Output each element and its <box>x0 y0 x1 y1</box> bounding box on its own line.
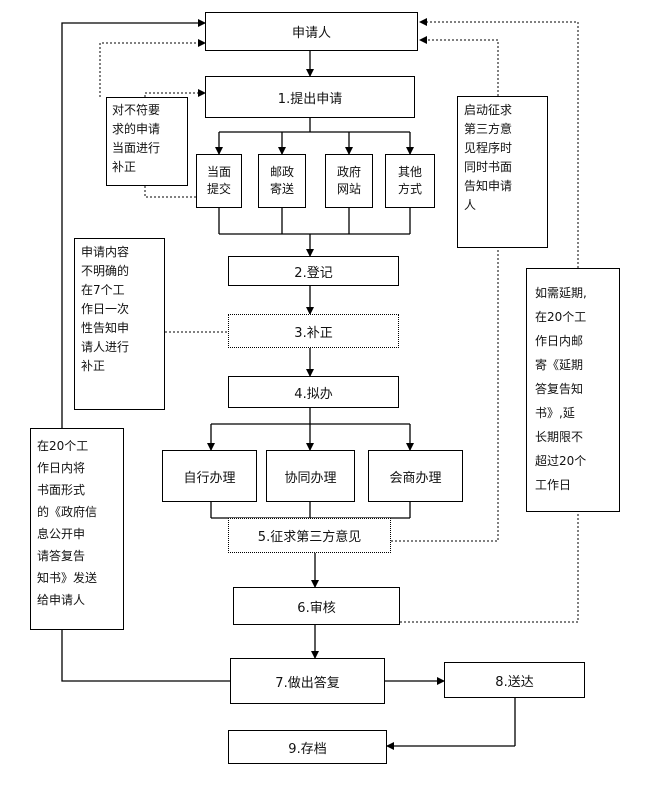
step-4-draft-box: 4.拟办 <box>228 376 399 408</box>
step-8-label: 8.送达 <box>495 674 534 690</box>
step-1-submit-box: 1.提出申请 <box>205 76 415 118</box>
self-handle-box: 自行办理 <box>162 450 257 502</box>
method-mail-line2: 寄送 <box>269 182 294 196</box>
step-1-label: 1.提出申请 <box>277 91 343 107</box>
applicant-label: 申请人 <box>291 26 331 41</box>
method-gov-site-line2: 网站 <box>336 182 361 196</box>
applicant-box: 申请人 <box>205 12 418 51</box>
method-other-box: 其他 方式 <box>385 154 435 208</box>
step-8-deliver-box: 8.送达 <box>444 662 585 698</box>
step-4-label: 4.拟办 <box>294 386 333 402</box>
note-correct-in-person: 对不符要 求的申请 当面进行 补正 <box>106 97 188 186</box>
assist-handle-box: 协同办理 <box>266 450 355 502</box>
method-in-person-line1: 当面 <box>206 165 231 179</box>
note-unclear-request: 申请内容 不明确的 在7个工 作日一次 性告知申 请人进行 补正 <box>74 238 165 410</box>
step-2-register-box: 2.登记 <box>228 256 399 286</box>
note-reply-within-20: 在20个工 作日内将 书面形式 的《政府信 息公开申 请答复告 知书》发送 给申… <box>30 428 124 630</box>
method-mail-box: 邮政 寄送 <box>258 154 306 208</box>
step-3-label: 3.补正 <box>294 325 333 341</box>
method-gov-site-line1: 政府 <box>336 165 361 179</box>
self-handle-label: 自行办理 <box>183 470 236 486</box>
step-5-third-party-box: 5.征求第三方意见 <box>228 518 391 553</box>
method-other-line2: 方式 <box>397 182 422 196</box>
note-extension: 如需延期, 在20个工 作日内邮 寄《延期 答复告知 书》,延 长期限不 超过2… <box>526 268 620 512</box>
method-in-person-line2: 提交 <box>206 182 231 196</box>
step-5-label: 5.征求第三方意见 <box>257 530 362 545</box>
method-in-person-box: 当面 提交 <box>196 154 242 208</box>
step-6-label: 6.审核 <box>297 600 336 616</box>
step-9-label: 9.存档 <box>288 741 327 757</box>
step-2-label: 2.登记 <box>294 265 333 281</box>
method-other-line1: 其他 <box>397 165 422 179</box>
assist-handle-label: 协同办理 <box>284 470 337 486</box>
method-mail-line1: 邮政 <box>269 165 294 179</box>
step-7-label: 7.做出答复 <box>275 675 340 691</box>
note-third-party-notice: 启动征求 第三方意 见程序时 同时书面 告知申请 人 <box>457 96 548 248</box>
consult-handle-label: 会商办理 <box>389 470 442 486</box>
method-gov-site-box: 政府 网站 <box>325 154 373 208</box>
step-9-archive-box: 9.存档 <box>228 730 387 764</box>
step-7-reply-box: 7.做出答复 <box>230 658 385 704</box>
consult-handle-box: 会商办理 <box>368 450 463 502</box>
step-6-review-box: 6.审核 <box>233 587 400 625</box>
step-3-supplement-box: 3.补正 <box>228 314 399 348</box>
